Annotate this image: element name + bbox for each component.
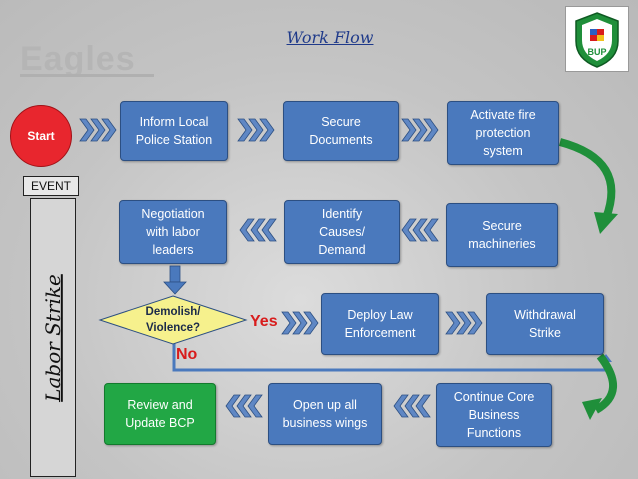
decision-text: Demolish/ Violence? bbox=[145, 306, 201, 334]
step-activate-fire: Activate fire protection system bbox=[447, 101, 559, 165]
step-continue-core: Continue Core Business Functions bbox=[436, 383, 552, 447]
watermark-underline bbox=[20, 74, 154, 77]
down-arrow-icon bbox=[163, 265, 187, 295]
yes-label: Yes bbox=[250, 313, 278, 330]
watermark: Eagles bbox=[20, 40, 136, 78]
step-inform-police: Inform Local Police Station bbox=[120, 101, 228, 161]
side-panel bbox=[30, 198, 76, 477]
step-identify-causes: Identify Causes/ Demand bbox=[284, 200, 400, 264]
start-node: Start bbox=[10, 105, 72, 167]
step-withdrawal-strike: Withdrawal Strike bbox=[486, 293, 604, 355]
logo-text: BUP bbox=[587, 47, 606, 57]
no-label: No bbox=[176, 346, 198, 363]
event-label: EVENT bbox=[23, 176, 79, 196]
step-review-bcp: Review and Update BCP bbox=[104, 383, 216, 445]
step-negotiation: Negotiation with labor leaders bbox=[119, 200, 227, 264]
step-deploy-law: Deploy Law Enforcement bbox=[321, 293, 439, 355]
page-title: Work Flow bbox=[286, 28, 374, 47]
step-secure-documents: Secure Documents bbox=[283, 101, 399, 161]
step-secure-machineries: Secure machineries bbox=[446, 203, 558, 267]
bup-logo: BUP bbox=[565, 6, 629, 72]
curve-arrow-right-1 bbox=[558, 138, 618, 234]
curve-arrow-right-2 bbox=[582, 353, 618, 420]
step-open-wings: Open up all business wings bbox=[268, 383, 382, 445]
